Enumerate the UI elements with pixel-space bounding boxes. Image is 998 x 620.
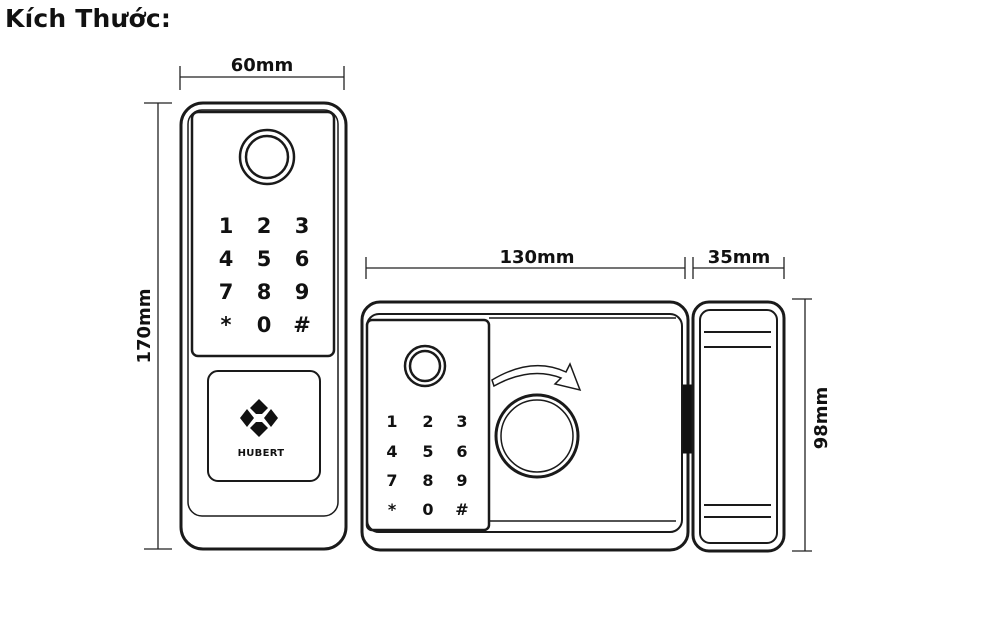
front-keypad-key: # [293,313,311,337]
body-keypad-key: 2 [422,412,433,431]
body-width-label: 130mm [499,247,574,268]
lock-body [360,300,692,552]
front-keypad-key: 7 [219,280,234,304]
front-keypad-key: 6 [295,247,310,271]
front-keypad-key: 4 [219,247,234,271]
front-width-label: 60mm [231,55,294,76]
front-keypad-key: 8 [257,280,272,304]
body-keypad-key: 1 [386,412,397,431]
front-keypad-key: 1 [219,214,234,238]
body-keypad-key: 8 [422,471,433,490]
front-height-label: 170mm [134,288,155,363]
body-keypad-key: 5 [422,442,433,461]
front-keypad-key: 0 [257,313,272,337]
body-height-label: 98mm [811,387,832,450]
front-height-dimension [144,102,172,550]
body-keypad-key: 0 [422,500,433,519]
front-width-dimension [179,66,345,90]
body-keypad-key: * [388,500,397,519]
strike-plate [691,300,786,553]
strike-width-label: 35mm [708,247,771,268]
page-title: Kích Thước: [5,4,172,33]
body-keypad-key: 4 [386,442,397,461]
front-keypad-key: 2 [257,214,272,238]
body-keypad-key: 3 [456,412,467,431]
front-keypad-key: 3 [295,214,310,238]
body-keypad-key: # [455,500,468,519]
hubert-logo: HUBERT [238,399,285,459]
brand-label: HUBERT [238,448,285,459]
body-keypad-key: 9 [456,471,467,490]
body-keypad-key: 6 [456,442,467,461]
body-height-dimension [792,298,812,552]
front-keypad-key: 5 [257,247,272,271]
body-keypad-key: 7 [386,471,397,490]
front-keypad-key: * [221,313,232,337]
strike-width-dimension [692,257,785,279]
front-panel [179,101,348,551]
body-keypad: 1 2 3 4 5 6 7 8 9 * 0 # [386,412,468,519]
body-width-dimension [365,257,686,279]
front-keypad-key: 9 [295,280,310,304]
